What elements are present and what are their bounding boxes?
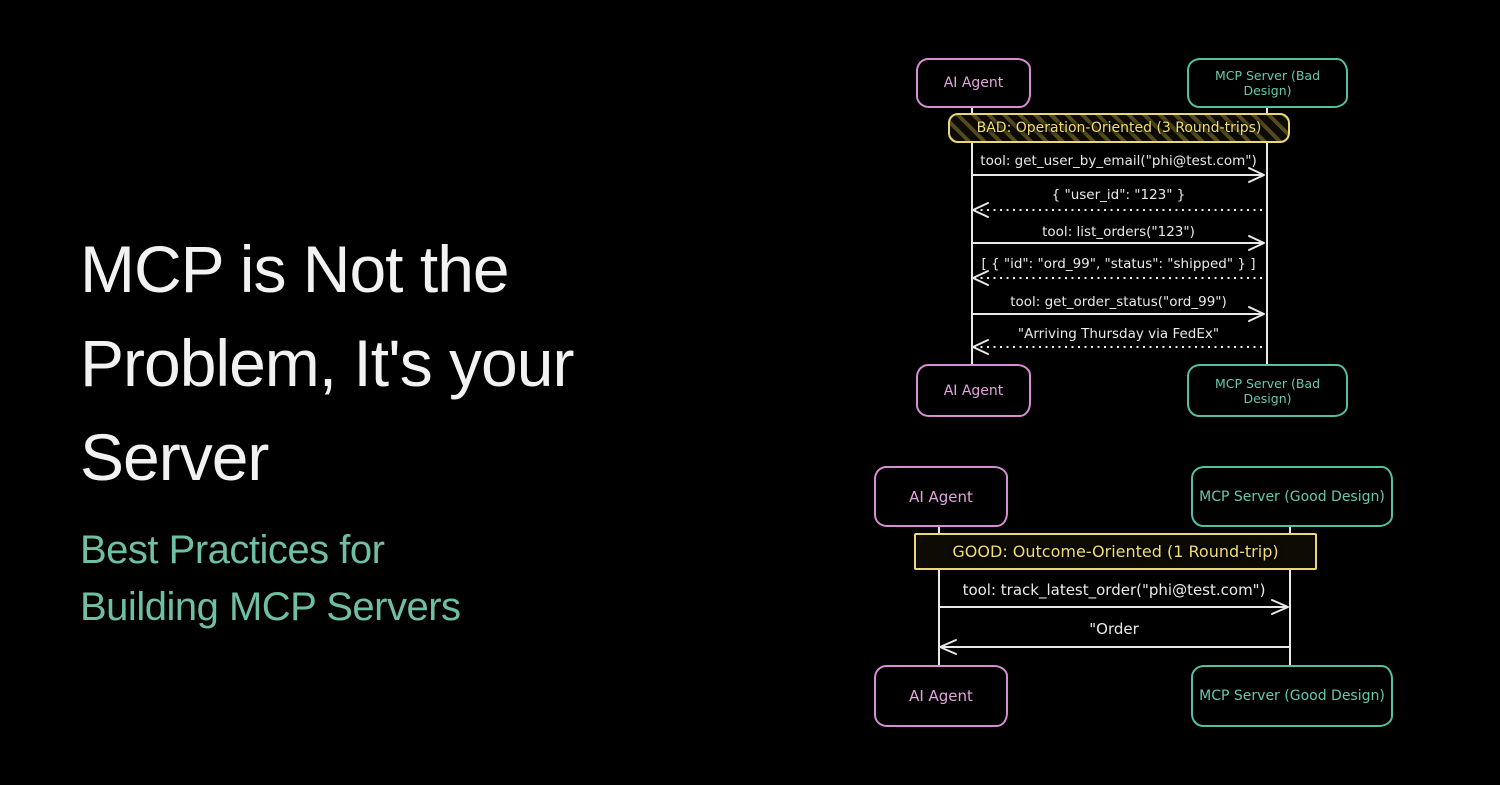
message-label: tool: get_order_status("ord_99") bbox=[1010, 294, 1227, 310]
arrow-left-icon bbox=[972, 270, 1265, 286]
subtitle-line-1: Best Practices for bbox=[80, 528, 385, 572]
arrow-right-icon bbox=[939, 599, 1289, 615]
title-line-1: MCP is Not the bbox=[80, 232, 510, 306]
arrow-right-icon bbox=[972, 167, 1265, 183]
page-title: MCP is Not the Problem, It's your Server bbox=[80, 222, 740, 504]
subtitle-line-2: Building MCP Servers bbox=[80, 585, 461, 629]
message-label: tool: track_latest_order("phi@test.com") bbox=[962, 581, 1266, 599]
arrow-left-icon bbox=[972, 339, 1265, 355]
message-label: [ { "id": "ord_99", "status": "shipped" … bbox=[981, 256, 1256, 272]
actor-ai-agent-bottom: AI Agent bbox=[916, 364, 1031, 417]
arrow-left-icon bbox=[939, 639, 1289, 655]
actor-mcp-server-top: MCP Server (Bad Design) bbox=[1187, 58, 1348, 108]
message-label: { "user_id": "123" } bbox=[1051, 187, 1186, 203]
bad-banner: BAD: Operation-Oriented (3 Round-trips) bbox=[948, 113, 1290, 143]
agent-lifeline bbox=[971, 104, 973, 364]
actor-mcp-server-bottom: MCP Server (Good Design) bbox=[1191, 665, 1393, 727]
actor-ai-agent-top: AI Agent bbox=[874, 466, 1008, 527]
title-line-3: Server bbox=[80, 420, 269, 494]
actor-mcp-server-top: MCP Server (Good Design) bbox=[1191, 466, 1393, 527]
page-subtitle: Best Practices for Building MCP Servers bbox=[80, 522, 600, 636]
agent-lifeline bbox=[938, 522, 940, 666]
title-line-2: Problem, It's your bbox=[80, 326, 574, 400]
message-label: tool: get_user_by_email("phi@test.com") bbox=[980, 153, 1257, 169]
actor-ai-agent-bottom: AI Agent bbox=[874, 665, 1008, 727]
server-lifeline bbox=[1289, 522, 1291, 666]
actor-ai-agent-top: AI Agent bbox=[916, 58, 1031, 108]
arrow-left-icon bbox=[972, 202, 1265, 218]
arrow-right-icon bbox=[972, 235, 1265, 251]
server-lifeline bbox=[1266, 104, 1268, 364]
arrow-right-icon bbox=[972, 306, 1265, 322]
message-label: "Order bbox=[1089, 620, 1139, 638]
message-label: tool: list_orders("123") bbox=[1042, 224, 1195, 240]
good-banner: GOOD: Outcome-Oriented (1 Round-trip) bbox=[914, 533, 1317, 570]
actor-mcp-server-bottom: MCP Server (Bad Design) bbox=[1187, 364, 1348, 417]
message-label: "Arriving Thursday via FedEx" bbox=[1017, 326, 1220, 342]
